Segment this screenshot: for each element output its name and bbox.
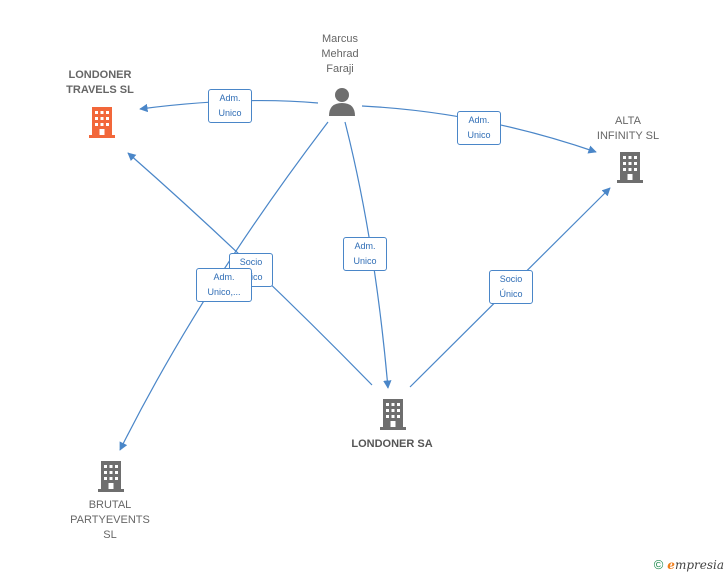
edge-label-adm-unico: Adm. Unico <box>208 89 252 123</box>
brand-logo[interactable]: empresia <box>667 557 724 572</box>
node-label-brutal-partyevents: BRUTAL PARTYEVENTS SL <box>70 499 150 541</box>
building-icon[interactable] <box>87 105 117 139</box>
edge-label-adm-unico-more: Adm. Unico,... <box>196 268 252 302</box>
person-icon[interactable] <box>327 86 357 116</box>
copyright-icon: © <box>653 557 664 572</box>
node-label-alta-infinity: ALTA INFINITY SL <box>596 115 660 142</box>
node-label-londoner-sa: LONDONER SA <box>351 438 433 450</box>
node-label-person: Marcus Mehrad Faraji <box>321 33 359 75</box>
edge-label-socio-unico: Socio Único <box>489 270 533 304</box>
building-icon[interactable] <box>96 459 126 493</box>
building-icon[interactable] <box>615 150 645 184</box>
edge-label-adm-unico: Adm. Unico <box>343 237 387 271</box>
edge-label-adm-unico: Adm. Unico <box>457 111 501 145</box>
node-label-londoner-travels: LONDONER TRAVELS SL <box>66 69 134 96</box>
footer-brand: © empresia <box>654 557 724 572</box>
building-icon[interactable] <box>378 397 408 431</box>
